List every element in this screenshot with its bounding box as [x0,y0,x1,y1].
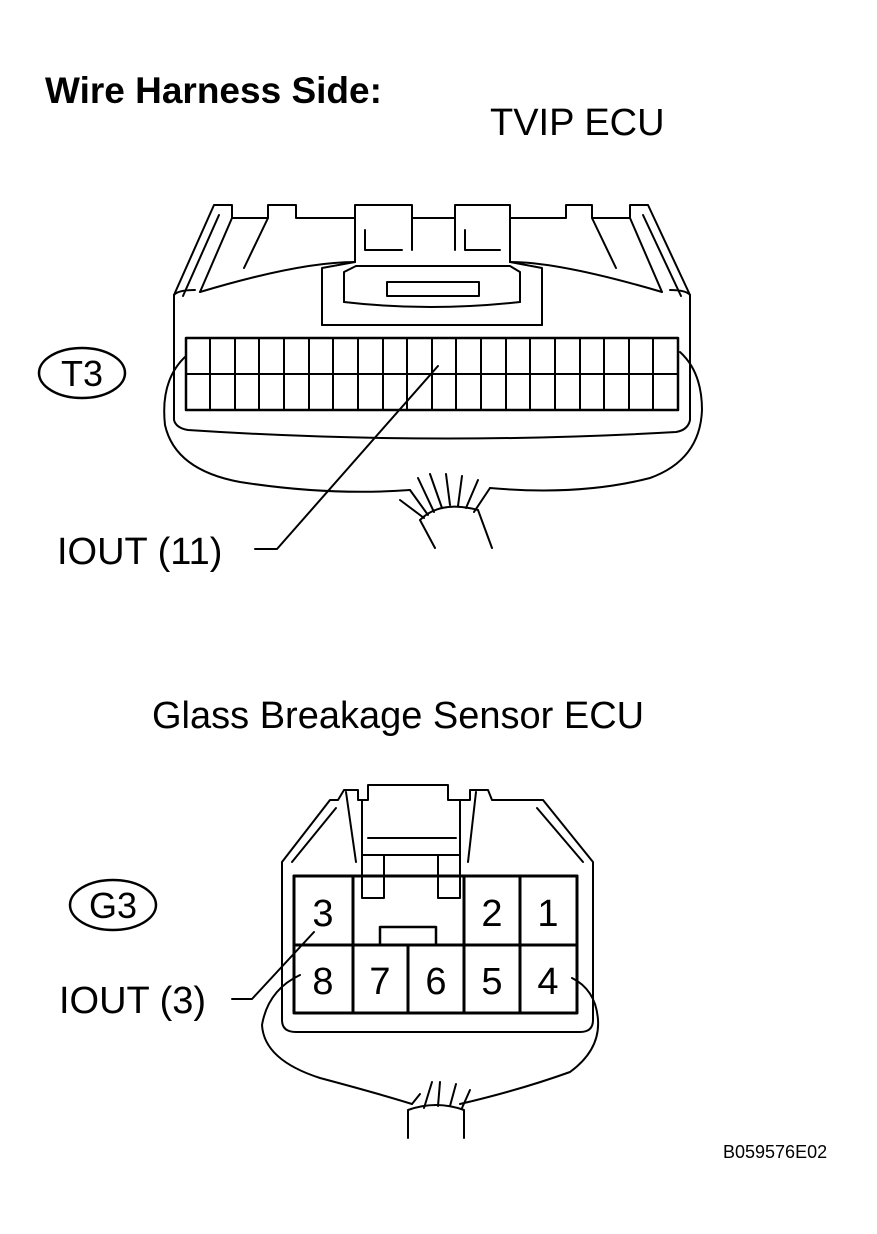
gbs-code-tag [68,878,158,932]
tvip-code-text: T3 [61,353,103,394]
gbs-harness-loop [261,974,600,1105]
heading: Wire Harness Side: [45,70,382,111]
pin-3: 3 [312,893,333,935]
gbs-wire-bundle [407,1104,465,1139]
pin-5: 5 [481,961,502,1003]
pin-1: 1 [537,893,558,935]
gbs-latch [345,791,477,863]
tvip-wire-bundle [419,505,493,549]
pin-8: 8 [312,961,333,1003]
tvip-latch [321,261,543,326]
tvip-code-tag [37,346,127,400]
pin-6: 6 [425,961,446,1003]
pin-7: 7 [369,961,390,1003]
tvip-iout-label: IOUT (11) [57,531,223,573]
pin-2: 2 [481,893,502,935]
gbs-connector [68,784,600,1139]
tvip-ecu-title: TVIP ECU [490,102,665,144]
tvip-connector-body [173,294,691,440]
figure-id: B059576E02 [723,1142,828,1162]
pin-4: 4 [537,961,558,1003]
gbs-callout-leader [231,931,315,1000]
tvip-connector [37,204,703,550]
tvip-connector-top-outline [173,204,691,296]
gbs-iout-label: IOUT (3) [59,980,207,1022]
gbs-connector-body [281,784,594,1033]
tvip-callout-leader [254,365,439,550]
gbs-pin-numbers: 3 2 1 8 7 6 5 4 [312,893,558,1003]
gbs-ecu-title: Glass Breakage Sensor ECU [152,695,645,737]
gbs-code-text: G3 [89,885,137,926]
tvip-harness-loop [163,351,703,493]
